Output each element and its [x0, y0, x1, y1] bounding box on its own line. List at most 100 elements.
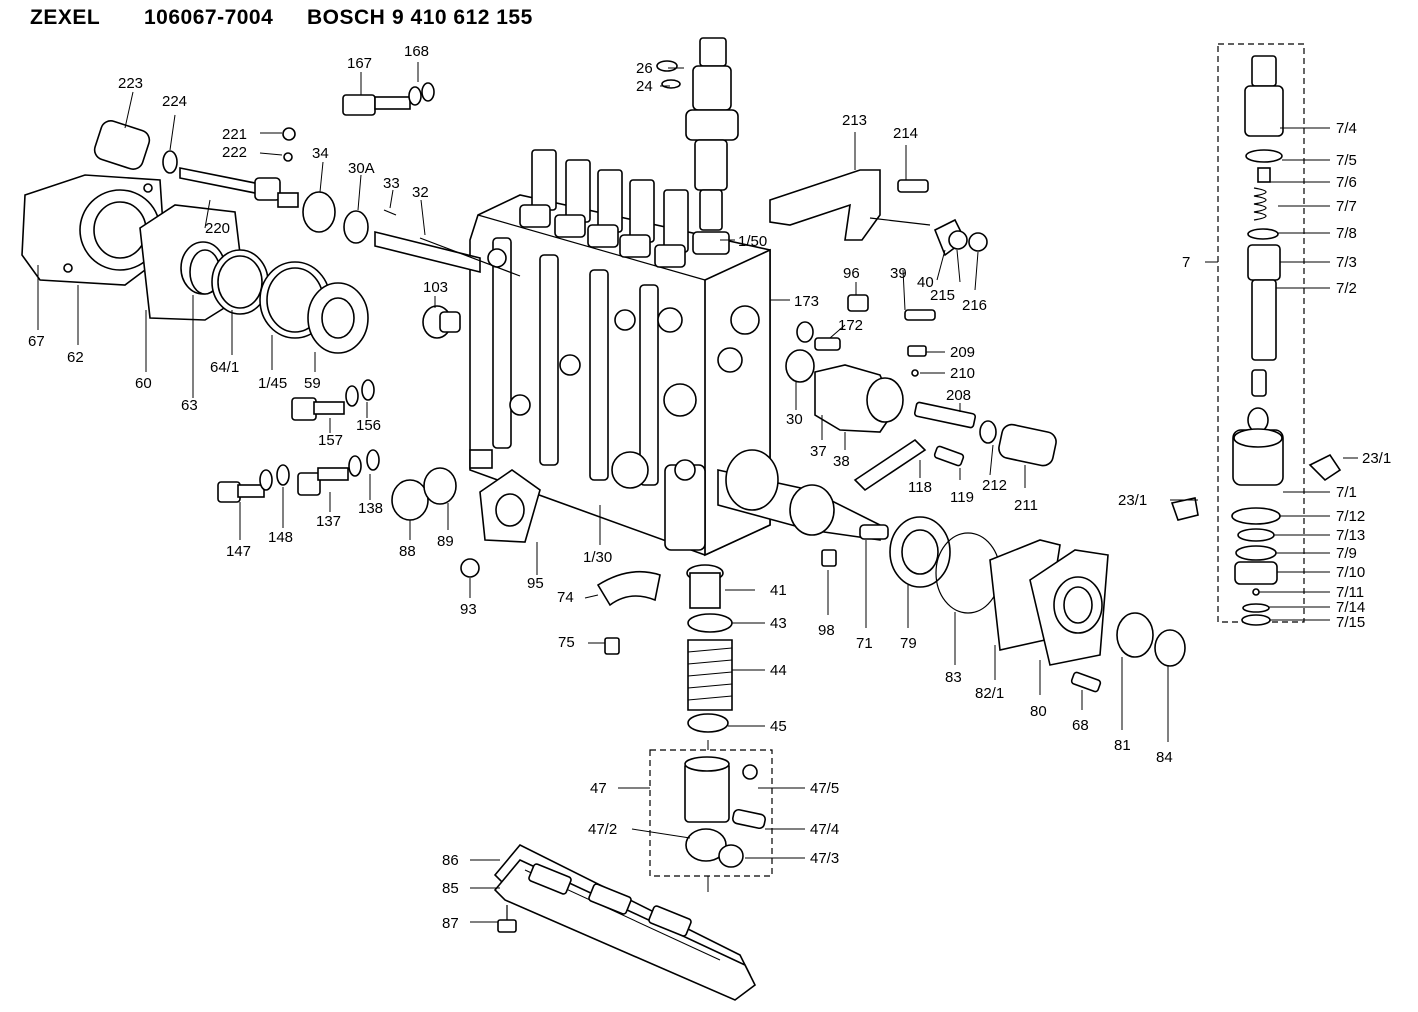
label-30A: 30A — [348, 160, 375, 177]
label-119: 119 — [950, 489, 974, 506]
label-7-8: 7/8 — [1336, 225, 1357, 242]
shaft-208 — [913, 401, 977, 429]
bearing-79-ring-83 — [889, 516, 1001, 614]
label-210: 210 — [950, 365, 975, 382]
label-7-2: 7/2 — [1336, 280, 1357, 297]
screw-87 — [497, 905, 517, 933]
label-118: 118 — [908, 479, 932, 496]
banjo-bolts-157-137-147 — [217, 379, 380, 503]
label-87: 87 — [442, 915, 459, 932]
governor-housing-62 — [21, 174, 166, 286]
label-43: 43 — [770, 615, 787, 632]
label-212: 212 — [982, 477, 1007, 494]
label-30: 30 — [786, 411, 803, 428]
label-39: 39 — [890, 265, 907, 282]
label-221: 221 — [222, 126, 247, 143]
label-168: 168 — [404, 43, 429, 60]
label-83: 83 — [945, 669, 962, 686]
label-7-1: 7/1 — [1336, 484, 1357, 501]
ball-bearing-59 — [307, 282, 369, 354]
label-23-1-left: 23/1 — [1118, 492, 1147, 509]
label-64-1: 64/1 — [210, 359, 239, 376]
label-224: 224 — [162, 93, 187, 110]
label-1-45: 1/45 — [258, 375, 287, 392]
label-157: 157 — [318, 432, 343, 449]
bolt-96-172 — [796, 294, 869, 351]
label-47-3: 47/3 — [810, 850, 839, 867]
key-98 — [821, 549, 837, 567]
brand-zexel: ZEXEL — [30, 6, 101, 29]
label-7-7: 7/7 — [1336, 198, 1357, 215]
label-7-10: 7/10 — [1336, 564, 1365, 581]
clip-74-screw-75 — [596, 570, 661, 655]
label-214: 214 — [893, 125, 918, 142]
bosch-part-number: 9 410 612 155 — [392, 6, 533, 29]
roller-tappet-47 — [684, 756, 766, 868]
label-223: 223 — [118, 75, 143, 92]
boot-212-211 — [979, 420, 1057, 467]
label-167: 167 — [347, 55, 372, 72]
label-7: 7 — [1182, 254, 1190, 271]
label-41: 41 — [770, 582, 787, 599]
governor-sleeve-223 — [93, 120, 178, 174]
screw-119 — [933, 445, 965, 467]
screw-209-210 — [907, 345, 927, 377]
label-47-5: 47/5 — [810, 780, 839, 797]
label-47-2: 47/2 — [588, 821, 617, 838]
bottom-gaskets-85-86 — [493, 844, 757, 1001]
label-156: 156 — [356, 417, 381, 434]
label-88: 88 — [399, 543, 416, 560]
label-86: 86 — [442, 852, 459, 869]
label-34: 34 — [312, 145, 329, 162]
label-32: 32 — [412, 184, 429, 201]
diagram-header: ZEXEL 106067-7004 BOSCH 9 410 612 155 — [0, 0, 1418, 40]
label-208: 208 — [946, 387, 971, 404]
label-38: 38 — [833, 453, 850, 470]
label-93: 93 — [460, 601, 477, 618]
label-59: 59 — [304, 375, 321, 392]
plug-103 — [422, 305, 461, 339]
label-47-4: 47/4 — [810, 821, 839, 838]
delivery-valve-holders — [519, 149, 689, 268]
label-7-5: 7/5 — [1336, 152, 1357, 169]
label-47: 47 — [590, 780, 607, 797]
label-89: 89 — [437, 533, 454, 550]
zexel-part-number: 106067-7004 — [144, 6, 274, 29]
label-222: 222 — [222, 144, 247, 161]
label-60: 60 — [135, 375, 152, 392]
screw-167-168 — [342, 82, 435, 116]
cover-30 — [785, 349, 815, 383]
label-67: 67 — [28, 333, 45, 350]
label-24: 24 — [636, 78, 653, 95]
label-85: 85 — [442, 880, 459, 897]
camshaft-71 — [717, 449, 889, 541]
leader-lines — [37, 62, 1358, 923]
label-103: 103 — [423, 279, 448, 296]
label-7-3: 7/3 — [1336, 254, 1357, 271]
control-shaft-220 — [179, 127, 299, 208]
label-148: 148 — [268, 529, 293, 546]
label-62: 62 — [67, 349, 84, 366]
bearing-cover-80 — [1029, 549, 1109, 666]
label-44: 44 — [770, 662, 787, 679]
label-7-6: 7/6 — [1336, 174, 1357, 191]
screw-68 — [1070, 671, 1102, 693]
callout-labels: 223 224 221 222 167 168 34 30A 33 32 220… — [28, 43, 1391, 932]
label-81: 81 — [1114, 737, 1131, 754]
label-137: 137 — [316, 513, 341, 530]
element-group-7 — [1170, 43, 1342, 626]
label-26: 26 — [636, 60, 653, 77]
label-63: 63 — [181, 397, 198, 414]
label-23-1-right: 23/1 — [1362, 450, 1391, 467]
spring-34-cap-30A — [302, 191, 397, 244]
label-82-1: 82/1 — [975, 685, 1004, 702]
levers-39-40-215-216 — [904, 218, 988, 321]
label-68: 68 — [1072, 717, 1089, 734]
label-95: 95 — [527, 575, 544, 592]
label-45: 45 — [770, 718, 787, 735]
label-98: 98 — [818, 622, 835, 639]
label-7-15: 7/15 — [1336, 614, 1365, 631]
control-rod-32 — [374, 230, 521, 277]
lever-bracket-213 — [769, 169, 931, 241]
brand-bosch: BOSCH — [307, 6, 386, 29]
